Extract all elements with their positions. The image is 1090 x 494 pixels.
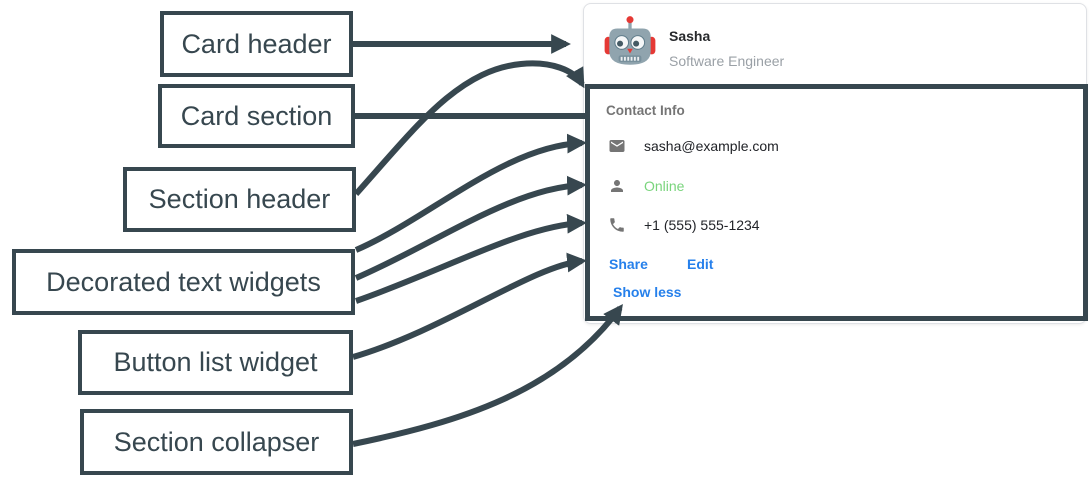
- label-decorated-text-widgets: Decorated text widgets: [12, 249, 355, 315]
- label-section-collapser: Section collapser: [80, 409, 353, 475]
- section-header-title: Contact Info: [606, 103, 685, 118]
- label-card-header: Card header: [160, 11, 353, 77]
- label-card-section: Card section: [158, 84, 355, 148]
- robot-icon: [604, 16, 656, 65]
- arrow-status-row: [354, 175, 587, 281]
- status-text: Online: [644, 178, 685, 194]
- edit-button[interactable]: Edit: [687, 256, 714, 272]
- arrow-section-header: [353, 60, 585, 196]
- phone-row: +1 (555) 555-1234: [608, 215, 760, 235]
- person-name: Sasha: [669, 28, 711, 44]
- person-subtitle: Software Engineer: [669, 53, 785, 69]
- person-icon: [611, 180, 623, 192]
- phone-icon: [610, 218, 624, 232]
- section-collapser-button[interactable]: Show less: [613, 284, 682, 300]
- email-row: sasha@example.com: [608, 136, 779, 156]
- mail-icon: [609, 140, 625, 152]
- profile-card: Sasha Software Engineer Contact Info sas…: [583, 3, 1087, 324]
- status-row: Online: [608, 176, 684, 196]
- arrow-section-collapser: [352, 304, 623, 447]
- label-button-list-widget: Button list widget: [78, 330, 353, 395]
- email-text: sasha@example.com: [644, 138, 779, 154]
- phone-text: +1 (555) 555-1234: [644, 217, 760, 233]
- arrow-button-list: [352, 252, 587, 360]
- share-button[interactable]: Share: [609, 256, 648, 272]
- arrow-phone-row: [355, 213, 587, 304]
- label-section-header: Section header: [123, 167, 356, 232]
- arrow-email-row: [354, 133, 587, 253]
